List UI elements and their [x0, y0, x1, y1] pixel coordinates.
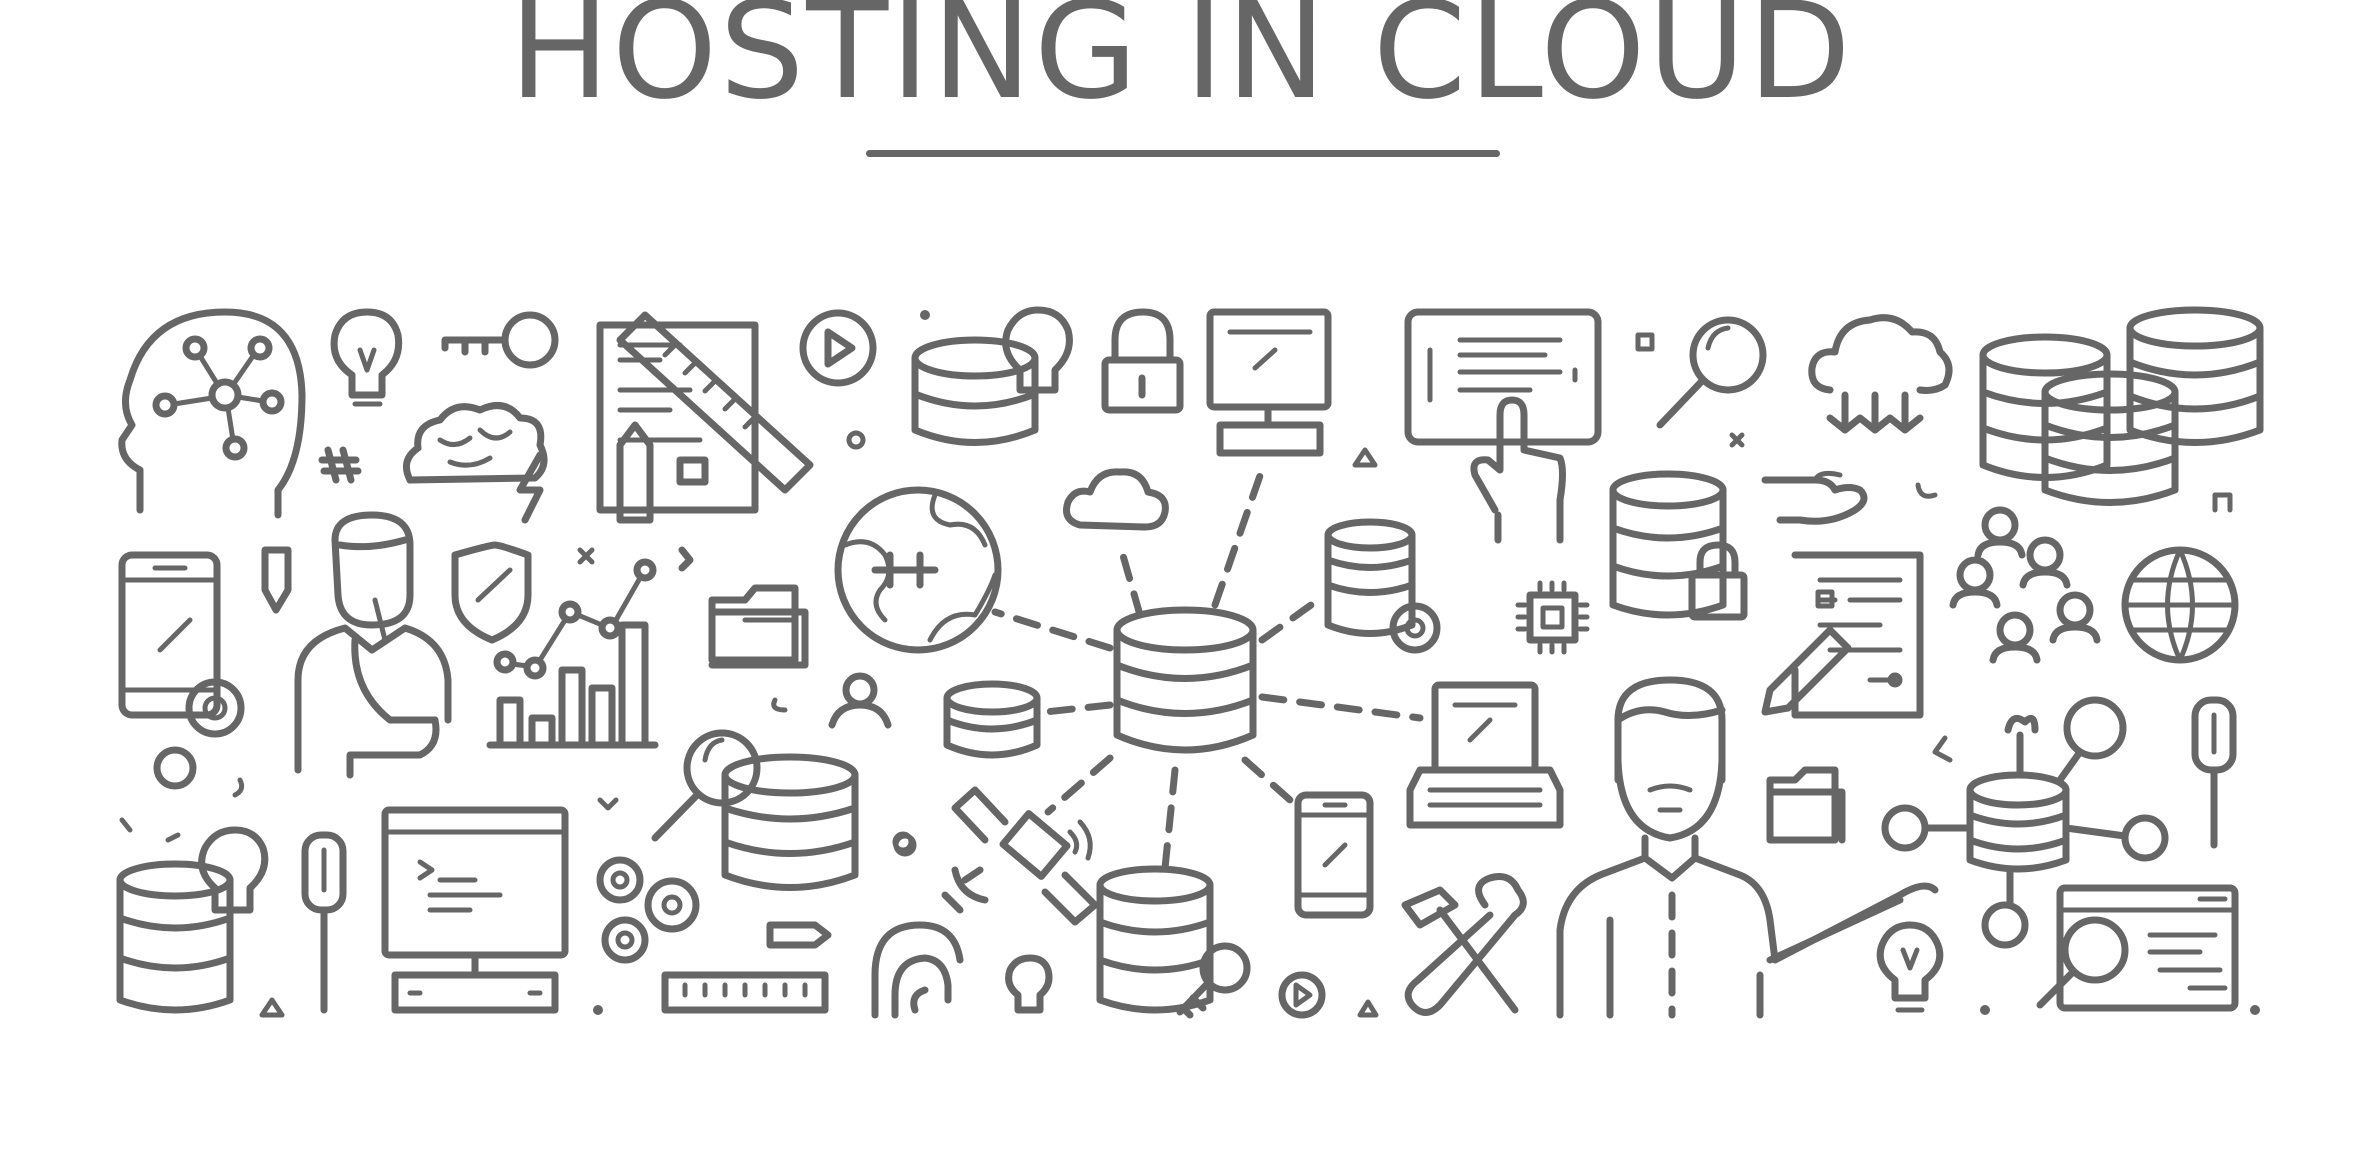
- pencil-icon: [261, 546, 292, 614]
- database-search-icon: [651, 729, 859, 891]
- dot-icon-4: [2250, 1005, 2260, 1015]
- tablet-touch-icon: [1404, 308, 1602, 544]
- triangle-icon-2: [1357, 999, 1379, 1018]
- ring-icon: [846, 430, 866, 450]
- folder-small-icon: [1766, 766, 1846, 844]
- brain-lightning-icon: [402, 402, 548, 524]
- database-key-icon: [1096, 865, 1251, 1019]
- central-database-icon: [1113, 606, 1257, 754]
- hash-icon: [318, 446, 362, 484]
- dot-icon-3: [1980, 1005, 1990, 1015]
- database-nodes-icon: [1881, 696, 2169, 949]
- thinking-man-icon: [294, 511, 452, 779]
- cloud-upload-icon: [1808, 314, 1953, 434]
- small-marks-icon: [119, 817, 181, 843]
- user-network-icon: [1949, 506, 2101, 664]
- tag-icon: [766, 921, 832, 949]
- bulb-small-icon: [1005, 954, 1053, 1014]
- page-title: HOSTING IN CLOUD: [509, 0, 1853, 129]
- ring-icon-3: [892, 831, 914, 853]
- small-arc-icon: [771, 697, 788, 713]
- code-monitor-icon: [381, 806, 569, 1014]
- x-mark-icon: [577, 547, 595, 565]
- bearded-man-icon: [1556, 676, 1939, 1019]
- title-underline: [866, 150, 1500, 157]
- shield-icon: [451, 541, 532, 644]
- blueprint-ruler-icon: [596, 311, 814, 524]
- dot-icon: [920, 310, 930, 320]
- triangle-icon: [1352, 447, 1378, 468]
- small-arc-icon-2: [1915, 482, 1938, 499]
- server-rack-icon: [661, 971, 829, 1014]
- bulb-right-icon: [1876, 921, 1944, 1013]
- database-lightbulb-icon: [911, 306, 1073, 446]
- screwdriver-icon: [2191, 696, 2237, 849]
- network-connections: [991, 466, 1424, 872]
- dot-icon-2: [593, 1005, 603, 1015]
- database-bulb-icon: [116, 826, 269, 1014]
- document-pencil-icon: [1761, 551, 1924, 719]
- play-button-icon: [799, 309, 877, 387]
- corner-mark-icon: [2212, 492, 2233, 513]
- cloud-icon: [1063, 468, 1169, 531]
- small-database-icon: [943, 680, 1041, 759]
- arrow-mark-icon: [678, 546, 694, 572]
- lightbulb-icon: [330, 308, 403, 407]
- padlock-icon: [1101, 308, 1184, 414]
- browser-search-icon: [2036, 884, 2239, 1012]
- database-lock-icon: [1609, 470, 1748, 621]
- heart-mark-icon: [597, 797, 619, 811]
- headset-icon: [871, 921, 964, 1019]
- magnifier-icon: [1656, 316, 1767, 429]
- hand-icon: [1761, 470, 1868, 525]
- head-network-icon: [118, 308, 306, 519]
- key-icon: [441, 311, 559, 369]
- folder-icon: [708, 584, 809, 669]
- chip-icon: [1515, 580, 1590, 655]
- satellite-icon: [941, 786, 1099, 926]
- tools-icon: [1401, 873, 1527, 1016]
- gears-icon: [596, 856, 700, 964]
- small-triangle-icon: [259, 997, 285, 1018]
- growth-chart-icon: [486, 558, 659, 749]
- database-gear-icon: [1324, 518, 1441, 654]
- smartphone-icon: [1294, 791, 1374, 919]
- square-dot-icon: [1635, 332, 1655, 352]
- small-mark-icon: [1729, 432, 1745, 448]
- globe-icon: [834, 486, 1002, 654]
- laptop-icon: [1406, 681, 1564, 829]
- mobile-settings-icon: [118, 551, 245, 798]
- world-icon: [2121, 546, 2239, 664]
- screwdriver-left-icon: [301, 831, 347, 1014]
- desktop-computer-icon: [1206, 308, 1332, 457]
- person-icon: [828, 672, 892, 729]
- play-small-icon: [1278, 971, 1326, 1019]
- stacked-databases-icon: [1979, 306, 2264, 506]
